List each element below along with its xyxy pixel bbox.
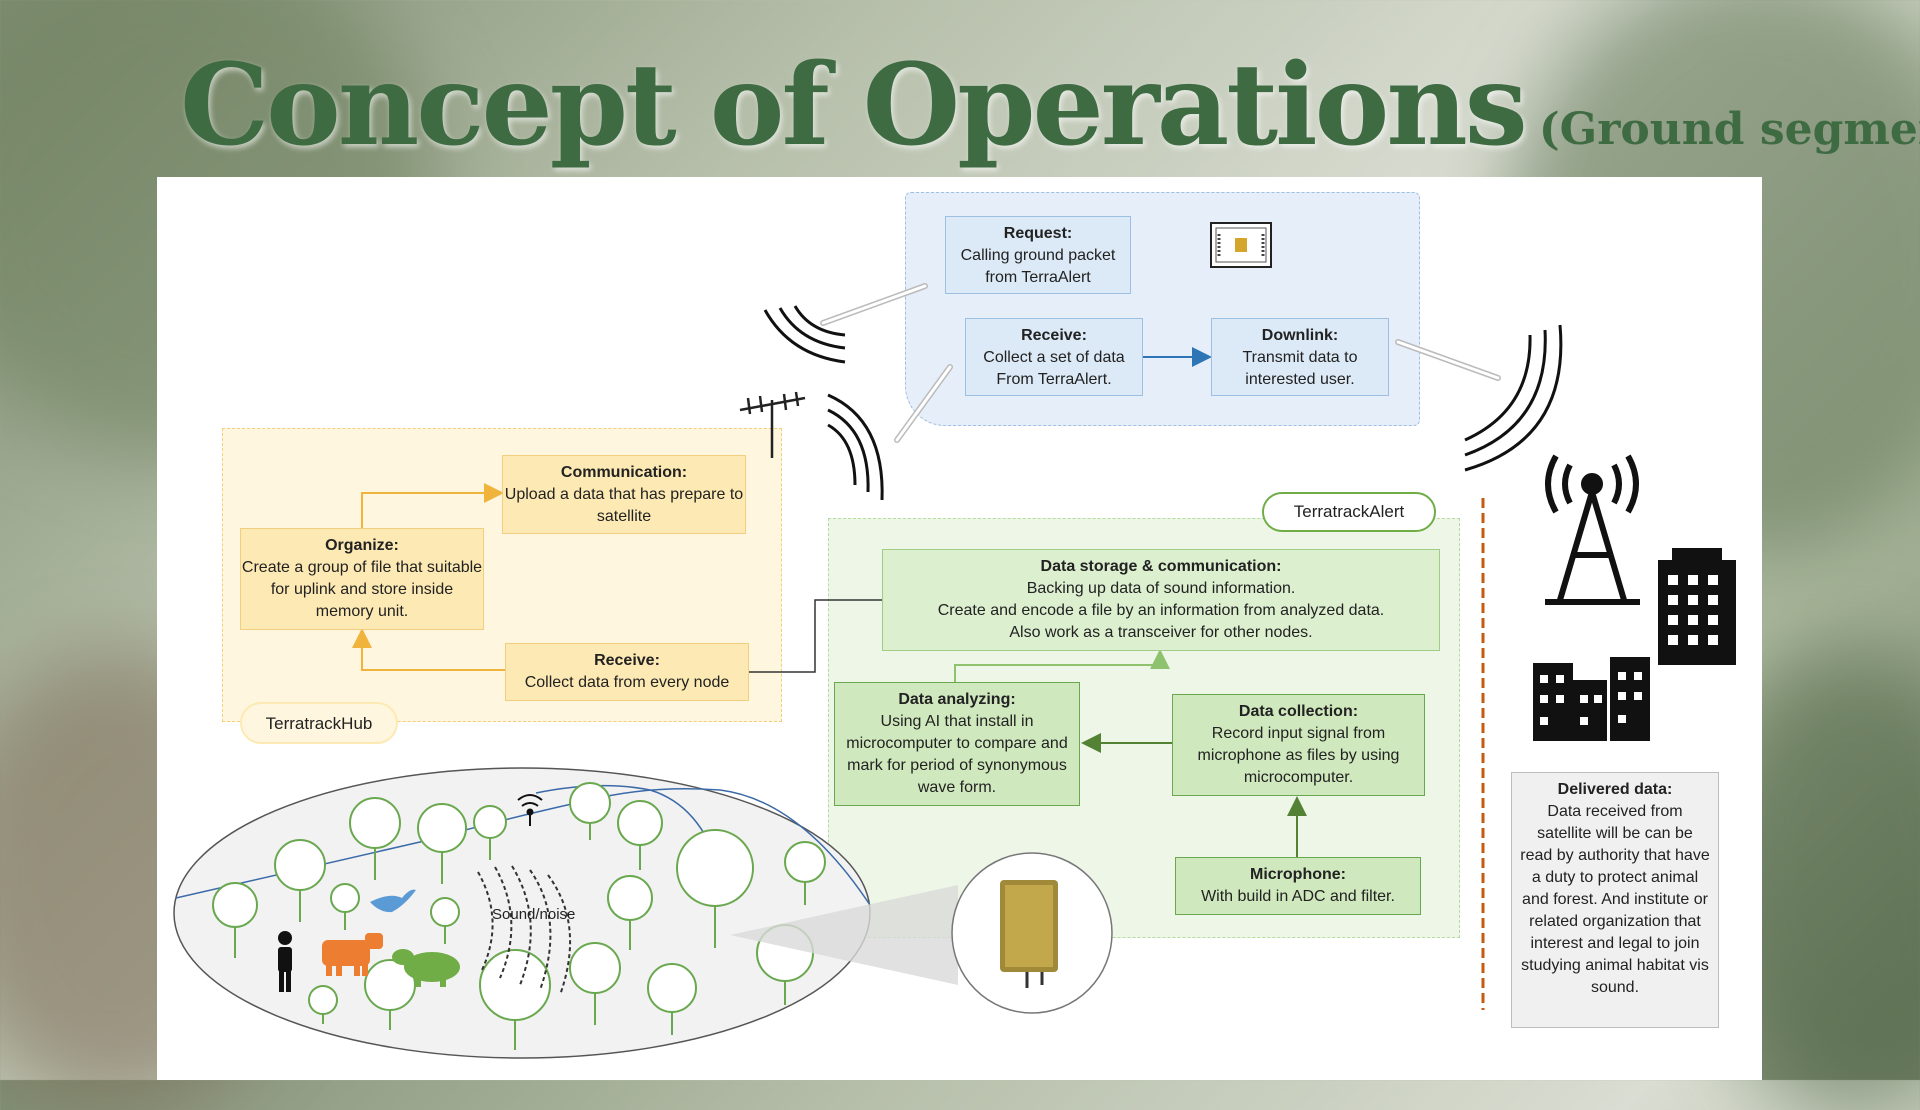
signal-wave-icon <box>763 305 846 364</box>
organize-body: Create a group of file that suitable for… <box>241 559 483 620</box>
downlink-body: Transmit data to interested user. <box>1242 349 1358 388</box>
buildings-icon <box>1533 548 1736 741</box>
request-heading: Request: <box>1003 225 1073 242</box>
hub-label: TerratrackHub <box>240 702 398 744</box>
request-body: Calling ground packet from TerraAlert <box>960 247 1116 286</box>
sound-label: Sound/noise <box>492 906 576 923</box>
page-title: Concept of Operations(Ground segment) <box>180 40 1920 180</box>
diagram-connectors <box>173 222 1736 1059</box>
delivered-heading: Delivered data: <box>1557 781 1673 798</box>
cell-tower-icon <box>1545 454 1640 605</box>
analyzing-heading: Data analyzing: <box>898 691 1016 708</box>
analyzing-body: Using AI that install in microcomputer t… <box>846 713 1068 796</box>
title-sub: (Ground segment) <box>1538 104 1920 155</box>
person-icon <box>278 931 292 992</box>
bird-icon <box>370 889 416 913</box>
communication-box: Communication: Upload a data that has pr… <box>502 455 746 534</box>
receive-hub-box: Receive: Collect data from every node <box>505 643 749 701</box>
satellite-icon <box>1210 222 1272 268</box>
receive-hub-heading: Receive: <box>594 652 660 669</box>
storage-line-2: Create and encode a file by an informati… <box>937 602 1385 619</box>
collection-heading: Data collection: <box>1238 703 1359 720</box>
receive-satellite-box: Receive: Collect a set of data From Terr… <box>965 318 1143 396</box>
receive-hub-body: Collect data from every node <box>524 674 730 691</box>
organize-heading: Organize: <box>325 537 399 554</box>
collection-box: Data collection: Record input signal fro… <box>1172 694 1425 796</box>
microphone-body: With build in ADC and filter. <box>1201 888 1395 905</box>
title-main: Concept of Operations <box>180 40 1528 171</box>
antenna-icon <box>739 391 806 458</box>
storage-box: Data storage & communication: Backing up… <box>882 549 1440 651</box>
analyzing-box: Data analyzing: Using AI that install in… <box>834 682 1080 806</box>
communication-heading: Communication: <box>560 464 688 481</box>
downlink-heading: Downlink: <box>1261 327 1339 344</box>
receive-satellite-body: Collect a set of data From TerraAlert. <box>983 349 1125 388</box>
collection-body: Record input signal from microphone as f… <box>1197 725 1400 786</box>
microphone-heading: Microphone: <box>1250 866 1346 883</box>
tree-icon <box>212 782 826 1050</box>
wifi-icon <box>517 794 543 826</box>
communication-body: Upload a data that has prepare to satell… <box>504 486 744 525</box>
storage-heading: Data storage & communication: <box>1040 558 1282 575</box>
storage-line-1: Backing up data of sound information. <box>1026 580 1296 597</box>
delivered-body: Data received from satellite will be can… <box>1520 803 1710 996</box>
sound-wave-icon <box>477 865 572 996</box>
request-box: Request: Calling ground packet from Terr… <box>945 216 1131 294</box>
cow-icon <box>322 933 383 976</box>
microphone-box: Microphone: With build in ADC and filter… <box>1175 857 1421 915</box>
storage-line-3: Also work as a transceiver for other nod… <box>1009 624 1313 641</box>
alert-label: TerratrackAlert <box>1262 492 1436 532</box>
signal-wave-icon <box>1464 324 1563 472</box>
receive-satellite-heading: Receive: <box>1021 327 1087 344</box>
sensor-node-icon <box>951 852 1113 1014</box>
delivered-data-box: Delivered data: Data received from satel… <box>1511 772 1719 1028</box>
downlink-box: Downlink: Transmit data to interested us… <box>1211 318 1389 396</box>
goat-icon <box>392 949 460 987</box>
organize-box: Organize: Create a group of file that su… <box>240 528 484 630</box>
signal-wave-icon <box>827 393 884 501</box>
